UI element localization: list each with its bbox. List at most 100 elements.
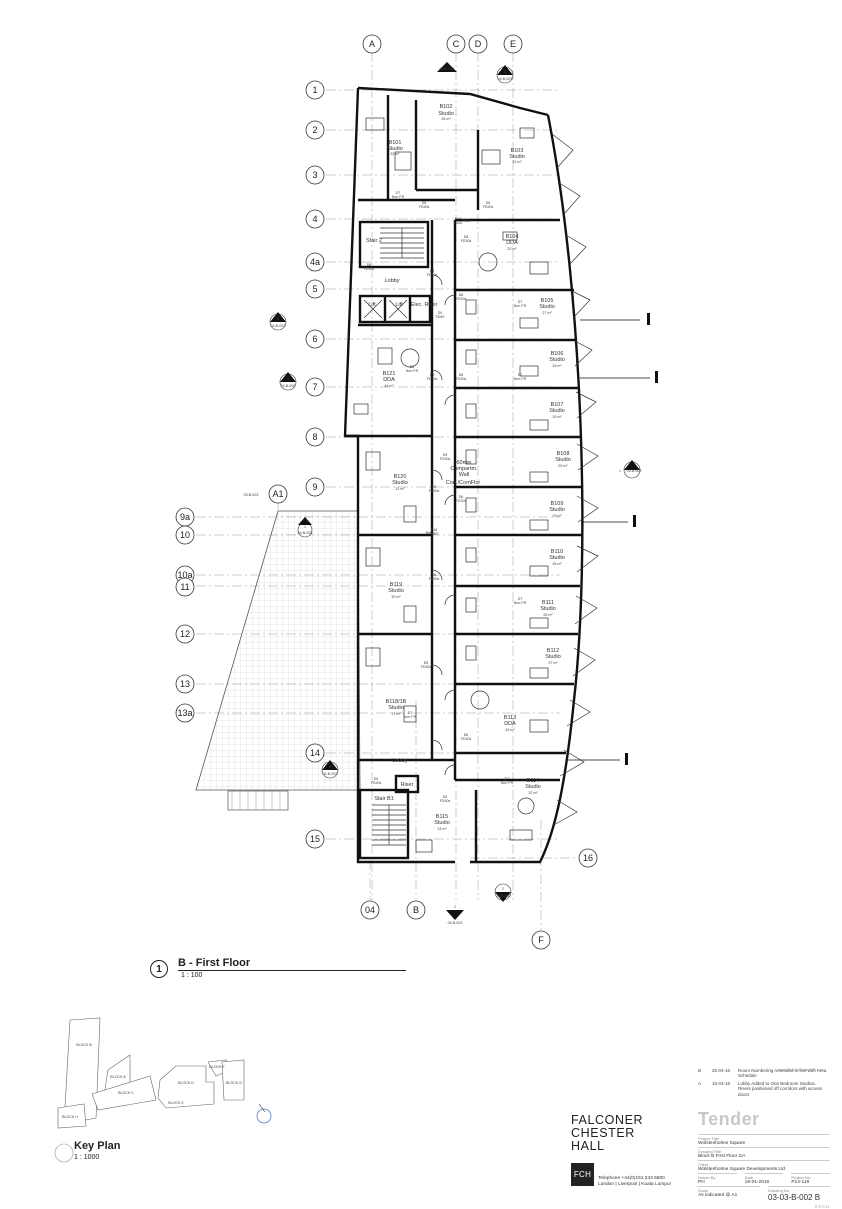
svg-text:B121: B121: [383, 371, 396, 377]
internal-walls: [345, 95, 582, 862]
svg-text:B110: B110: [551, 549, 563, 555]
svg-text:B102: B102: [440, 104, 453, 110]
svg-text:D5: D5: [443, 795, 448, 799]
key-plan-title: Key Plan: [74, 1140, 121, 1152]
svg-text:D16: D16: [455, 217, 462, 221]
view-scale: 1 : 100: [181, 972, 203, 979]
svg-text:05-B-003: 05-B-003: [448, 921, 463, 925]
svg-text:33 m²: 33 m²: [507, 247, 517, 251]
key-plan: BLOCK B BLOCK A BLOCK C BLOCK D BLOCK E …: [54, 1017, 272, 1163]
svg-text:16: 16: [583, 853, 593, 863]
drawing-date: 18-01-2016: [744, 1179, 770, 1185]
svg-text:A1: A1: [272, 489, 283, 499]
drawn-by: PH: [698, 1179, 705, 1185]
grid-bubble-row-8: 8: [305, 427, 325, 447]
grid-bubble-row-3: 3: [305, 165, 325, 185]
svg-text:BLOCK C: BLOCK C: [118, 1091, 134, 1095]
grid-bubble-B: B: [406, 900, 426, 920]
svg-text:B107: B107: [551, 402, 564, 408]
svg-text:D6: D6: [459, 373, 464, 377]
section-marker-top-e: 3 04-B-003: [496, 65, 514, 84]
unit-label-b111: B111 Studio 28 m²: [540, 600, 556, 617]
svg-text:1: 1: [312, 85, 317, 95]
svg-text:28 m²: 28 m²: [552, 562, 562, 566]
svg-text:Studio: Studio: [549, 357, 565, 363]
svg-text:32 m²: 32 m²: [390, 152, 400, 156]
svg-text:D: D: [475, 39, 482, 49]
svg-text:Studio: Studio: [549, 507, 565, 513]
grid-bubble-C: C: [446, 34, 466, 54]
svg-text:D6: D6: [459, 495, 464, 499]
svg-text:28 m²: 28 m²: [552, 364, 562, 368]
svg-text:BLOCK H: BLOCK H: [62, 1115, 78, 1119]
lift-2-label: Lift: [395, 302, 403, 308]
svg-text:BLOCK G: BLOCK G: [226, 1081, 242, 1085]
svg-text:FD60: FD60: [436, 315, 445, 319]
svg-text:FD30s: FD30s: [456, 499, 467, 503]
lift-1-label: Lift: [368, 302, 376, 308]
svg-text:B109: B109: [551, 501, 564, 507]
revision-row: A 15-04-16 Lobby Added to One Bedroom St…: [698, 1081, 830, 1097]
svg-text:FD30s: FD30s: [364, 267, 375, 271]
svg-text:27 m²: 27 m²: [548, 661, 558, 665]
svg-text:Studio: Studio: [388, 705, 404, 711]
svg-text:04-B-003: 04-B-003: [271, 324, 286, 328]
svg-text:10a: 10a: [177, 570, 192, 580]
svg-text:28 m²: 28 m²: [543, 613, 553, 617]
svg-text:BLOCK A: BLOCK A: [110, 1075, 126, 1079]
svg-text:4: 4: [277, 317, 279, 321]
section-marker-bottom: 2 05-B-003: [446, 905, 464, 925]
grid-bubble-row-5: 5: [305, 279, 325, 299]
svg-text:8: 8: [312, 432, 317, 442]
svg-text:D7: D7: [396, 191, 401, 195]
svg-text:05-B-003: 05-B-003: [244, 493, 259, 497]
svg-text:4a: 4a: [310, 257, 320, 267]
svg-text:04-B-003: 04-B-003: [298, 531, 313, 535]
section-marker-right-8: 1 05-B-002: [619, 460, 641, 479]
grid-bubble-A: A: [362, 34, 382, 54]
svg-text:FD30s: FD30s: [483, 205, 494, 209]
svg-text:44 m²: 44 m²: [384, 384, 394, 388]
view-number: 1: [150, 960, 168, 978]
svg-text:B103: B103: [511, 148, 524, 154]
grid-bubble-04: 04: [360, 900, 380, 920]
unit-label-b106: B106 Studio 28 m²: [549, 351, 565, 368]
svg-text:Studio: Studio: [392, 480, 408, 486]
svg-text:05-B-003: 05-B-003: [440, 67, 455, 71]
firm-name-line-2: CHESTER: [571, 1126, 635, 1140]
svg-text:Non FR: Non FR: [514, 304, 527, 308]
svg-text:D5: D5: [432, 573, 437, 577]
svg-text:29 m²: 29 m²: [552, 415, 562, 419]
unit-label-b114: B114 Studio 32 m²: [525, 778, 541, 795]
svg-text:FD30s: FD30s: [429, 489, 440, 493]
revision-id: A: [698, 1080, 702, 1086]
svg-text:Non FR: Non FR: [514, 601, 527, 605]
svg-text:29 m²: 29 m²: [558, 464, 568, 468]
grid-bubble-row-10: 10: [175, 525, 195, 545]
svg-text:Non FR: Non FR: [501, 781, 514, 785]
section-marker-bottom-d: 2 04-B-002: [494, 883, 512, 902]
view-name: B - First Floor: [178, 957, 251, 969]
svg-text:B114: B114: [527, 778, 539, 784]
svg-text:D18: D18: [431, 528, 438, 532]
view-title-underline: [178, 970, 406, 971]
firm-name-line-1: FALCONER: [571, 1113, 644, 1127]
svg-text:B113: B113: [504, 715, 516, 721]
svg-text:FD30s: FD30s: [371, 781, 382, 785]
svg-text:24 m²: 24 m²: [437, 827, 447, 831]
svg-text:Studio: Studio: [540, 606, 556, 612]
grid-bubble-row-9a: 9a: [175, 507, 195, 527]
unit-label-b105: B105 Studio 27 m²: [539, 298, 555, 315]
svg-text:Wall: Wall: [459, 472, 470, 478]
unit-label-b120: B120 Studio 31 m²: [392, 474, 408, 491]
svg-text:9: 9: [312, 482, 317, 492]
riser-mid-label: Riser: [426, 531, 435, 535]
stair-b1-label: Stair B1: [374, 796, 394, 802]
svg-text:Studio: Studio: [434, 820, 450, 826]
svg-text:14: 14: [310, 748, 320, 758]
svg-text:D7: D7: [518, 597, 523, 601]
grid-bubble-row-4: 4: [305, 209, 325, 229]
door-tags: D7 Non FR D5 FD30s D5 FD30s D16 FD60 D8 …: [364, 191, 527, 803]
drawing-status: Tender: [698, 1108, 760, 1129]
svg-text:D5: D5: [430, 373, 435, 377]
